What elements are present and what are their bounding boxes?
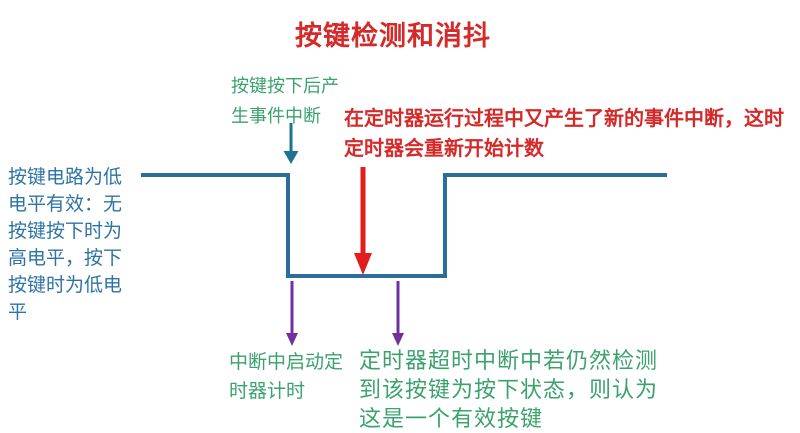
press-event-label: 按键按下后产生事件中断: [231, 76, 339, 126]
waveform-line: [141, 173, 667, 278]
timer-restart-arrow-icon: [354, 167, 372, 275]
signal-description-label: 按键电路为低电平有效：无按键按下时为高电平，按下按键时为低电平: [8, 167, 123, 323]
timer-restart-label: 在定时器运行过程中又产生了新的事件中断，这时定时器会重新开始计数: [344, 108, 784, 160]
press-event-arrow-icon: [283, 123, 299, 164]
timeout-check-label: 定时器超时中断中若仍然检测到该按键为按下状态，则认为这是一个有效按键: [359, 348, 659, 431]
page-title: 按键检测和消抖: [295, 21, 491, 51]
start-timer-label: 中断中启动定时器计时: [229, 352, 344, 402]
start-timer-arrow-icon: [286, 281, 298, 346]
timeout-check-arrow-icon: [392, 281, 404, 346]
